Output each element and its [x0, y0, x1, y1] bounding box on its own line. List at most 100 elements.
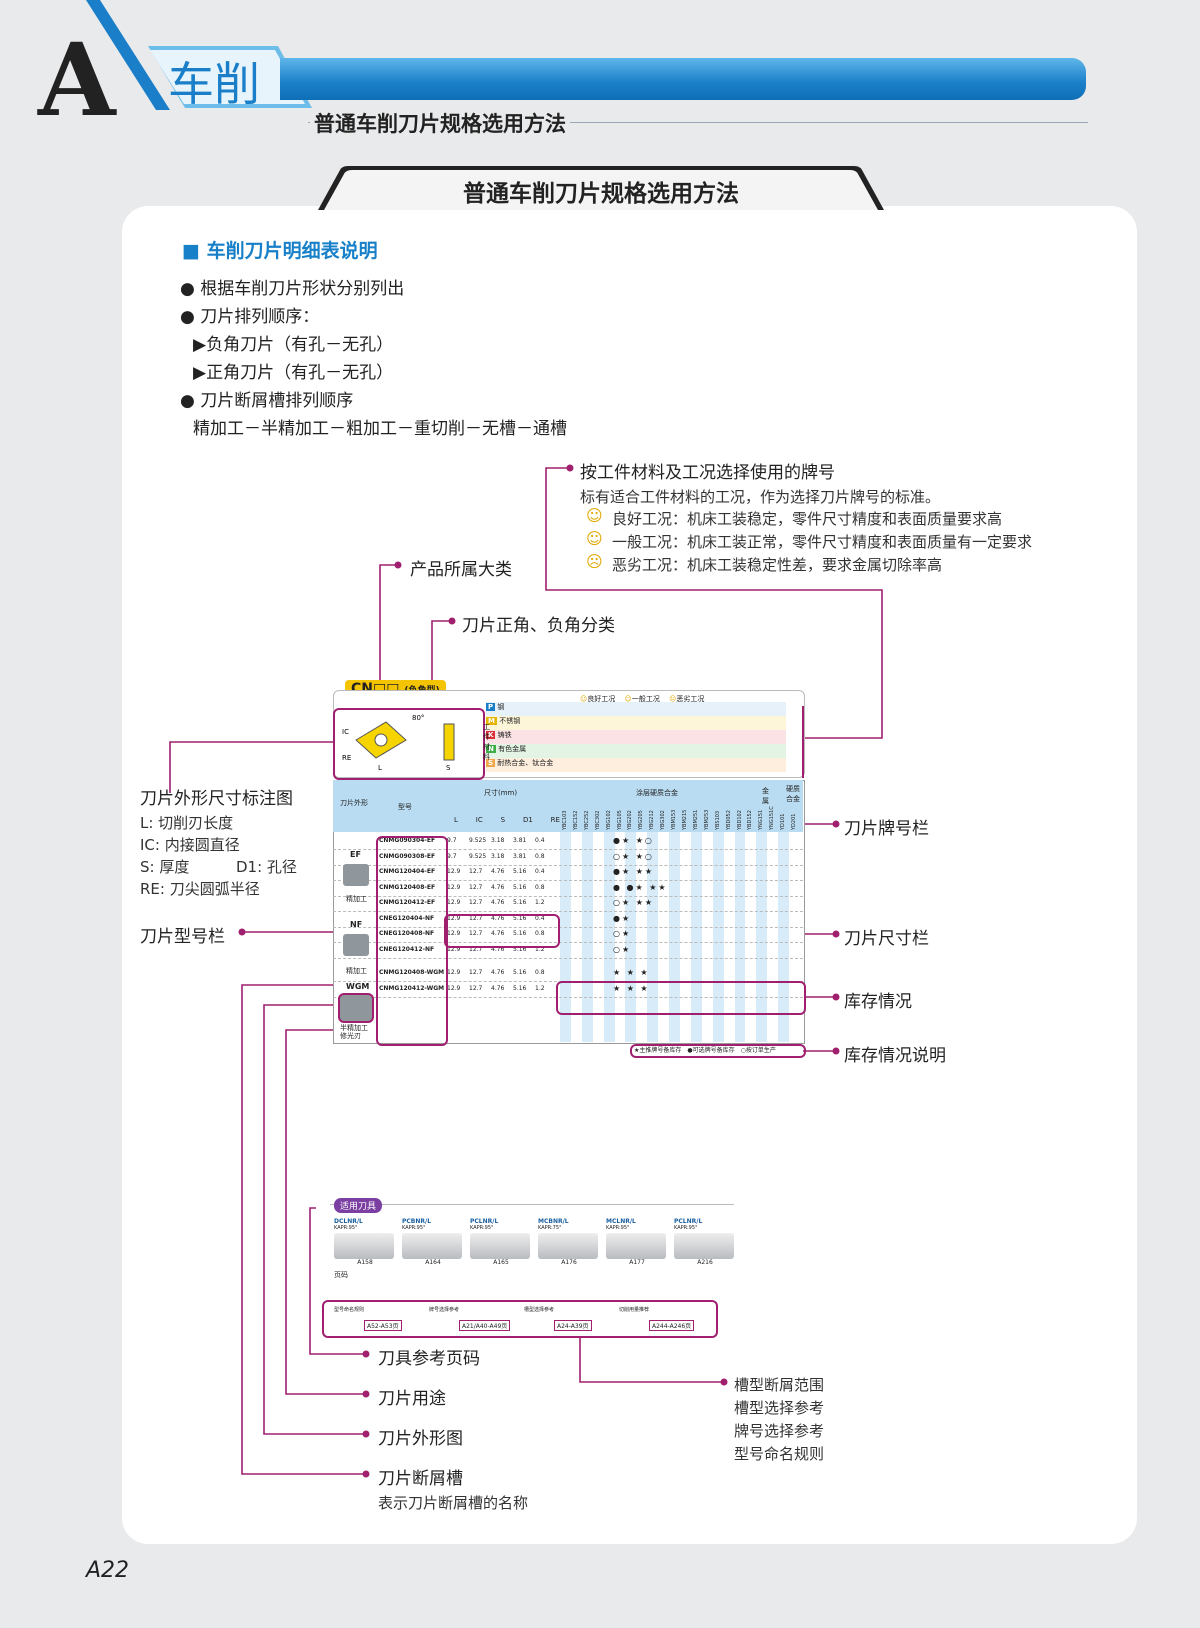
row-re: 0.8 [535, 852, 545, 860]
tools-page-label: 页码 [334, 1271, 348, 1279]
bullet-4: ▶正角刀片（有孔－无孔） [193, 363, 394, 383]
row-s: 4.76 [491, 883, 505, 891]
page-number: A22 [86, 1558, 130, 1583]
grade-callout-title: 按工件材料及工况选择使用的牌号 [580, 463, 835, 483]
bad-face-icon: ☹ [586, 552, 603, 571]
ref-groove: 槽型选择参考 [734, 1399, 825, 1417]
ref-label: 牌号选择参考 [429, 1307, 460, 1313]
legend-good: 良好工况 [587, 695, 616, 703]
row-s: 4.76 [491, 969, 505, 976]
grade-stripe [712, 832, 724, 1042]
row-l: 12.9 [447, 914, 461, 922]
tools-title: 适用刀具 [334, 1198, 383, 1213]
card-tab [318, 166, 884, 210]
grade-header: YBM253 [703, 809, 710, 830]
tool-kapr: KAPR:95° [334, 1225, 358, 1231]
tool-page: A216 [697, 1259, 713, 1266]
col-metal: 金属 [762, 787, 769, 805]
insert-image-wgm [338, 993, 374, 1023]
tool-image [538, 1233, 598, 1259]
refs-box [322, 1300, 718, 1338]
tool-page-callout: 刀具参考页码 [378, 1349, 480, 1369]
material-k: K 铸铁 [486, 730, 786, 744]
row-l: 12.9 [447, 883, 461, 891]
chipbreaker-callout: 刀片断屑槽 [378, 1469, 463, 1489]
row-stock: ★ ★ ★ [613, 968, 650, 977]
section-rule [308, 122, 1088, 123]
shape-dim-s: S: 厚度 [140, 858, 190, 876]
tool-name: DCLNR/L [334, 1218, 363, 1225]
tool-page: A164 [425, 1259, 441, 1266]
row-ic: 12.7 [469, 914, 483, 922]
usage-wgm: 半精加工 修光刃 [340, 1024, 368, 1040]
tool-name: PCBNR/L [402, 1218, 432, 1225]
row-re: 1.2 [535, 899, 545, 906]
grade-stripe [669, 832, 680, 1042]
normal-face-icon: ☺ [586, 529, 603, 548]
size-col-callout: 刀片尺寸栏 [844, 929, 929, 949]
category-callout: 产品所属大类 [410, 560, 512, 580]
row-ic: 9.525 [469, 852, 487, 860]
angle-callout: 刀片正角、负角分类 [462, 616, 615, 636]
shape-dim-title: 刀片外形尺寸标注图 [140, 789, 293, 809]
grade-header: YBG102 [605, 810, 612, 830]
grade-bad: 恶劣工况：机床工装稳定性差，要求金属切除率高 [612, 556, 943, 574]
header-graphic [86, 0, 312, 110]
grade-normal: 一般工况：机床工装正常，零件尺寸精度和表面质量有一定要求 [612, 533, 1033, 551]
row-model: CNMG120408-EF [379, 883, 436, 891]
good-face-icon: ☺ [586, 506, 603, 525]
usage-callout: 刀片用途 [378, 1389, 446, 1409]
ref-label: 切削用量推荐 [619, 1307, 650, 1313]
insert-image-ef [343, 864, 369, 886]
shape-dim-d1: D1: 孔径 [236, 858, 297, 876]
header-bar [280, 58, 1086, 100]
row-l: 12.9 [447, 969, 461, 976]
bullet-2: ● 刀片排列顺序： [180, 307, 320, 327]
row-l: 12.9 [447, 930, 461, 937]
tool-image [674, 1233, 734, 1259]
row-d1: 5.16 [513, 883, 527, 891]
stock-legend: ★主推牌号备库存 ●可选牌号备库存 ○按订单生产 [630, 1044, 806, 1058]
material-rows: P 钢 M 不锈钢 K 铸铁 N 有色金属 S 耐热合金、钛合金 [486, 702, 786, 772]
row-ic: 12.7 [469, 868, 483, 875]
grade-header: YBG302 [660, 810, 667, 830]
row-s: 4.76 [491, 899, 505, 906]
row-re: 0.4 [535, 914, 545, 922]
material-p: P 钢 [486, 702, 786, 716]
tool-page: A177 [629, 1259, 645, 1266]
tool-page: A176 [561, 1259, 577, 1266]
grade-header: YD101 [780, 813, 787, 830]
row-stock: ○★ ★★ [613, 898, 655, 907]
row-d1: 5.16 [513, 868, 527, 875]
row-l: 9.7 [447, 852, 457, 860]
grade-header: YBG105 [616, 810, 623, 830]
row-s: 4.76 [491, 868, 505, 875]
svg-text:80°: 80° [412, 714, 424, 722]
insert-image-nf [343, 934, 369, 956]
tool-kapr: KAPR:95° [470, 1225, 494, 1231]
grade-header: YBC252 [583, 810, 590, 830]
col-shape: 刀片外形 [340, 799, 368, 807]
ref-label: 槽型选择参考 [524, 1307, 555, 1313]
grade-stripe [756, 832, 768, 1042]
ref-range: 槽型断屑范围 [734, 1376, 825, 1394]
row-stock: ○★ [613, 944, 632, 954]
ref-naming: 型号命名规则 [734, 1445, 825, 1463]
tool-image [470, 1233, 530, 1259]
row-l: 12.9 [447, 984, 461, 992]
row-model: CNEG120408-NF [379, 930, 435, 937]
grade-stripe [625, 832, 637, 1042]
svg-text:IC: IC [342, 728, 349, 736]
shape-dim-re: RE: 刀尖圆弧半径 [140, 880, 260, 898]
tool-kapr: KAPR:95° [606, 1225, 630, 1231]
section-title: 普通车削刀片规格选用方法 [310, 108, 570, 138]
